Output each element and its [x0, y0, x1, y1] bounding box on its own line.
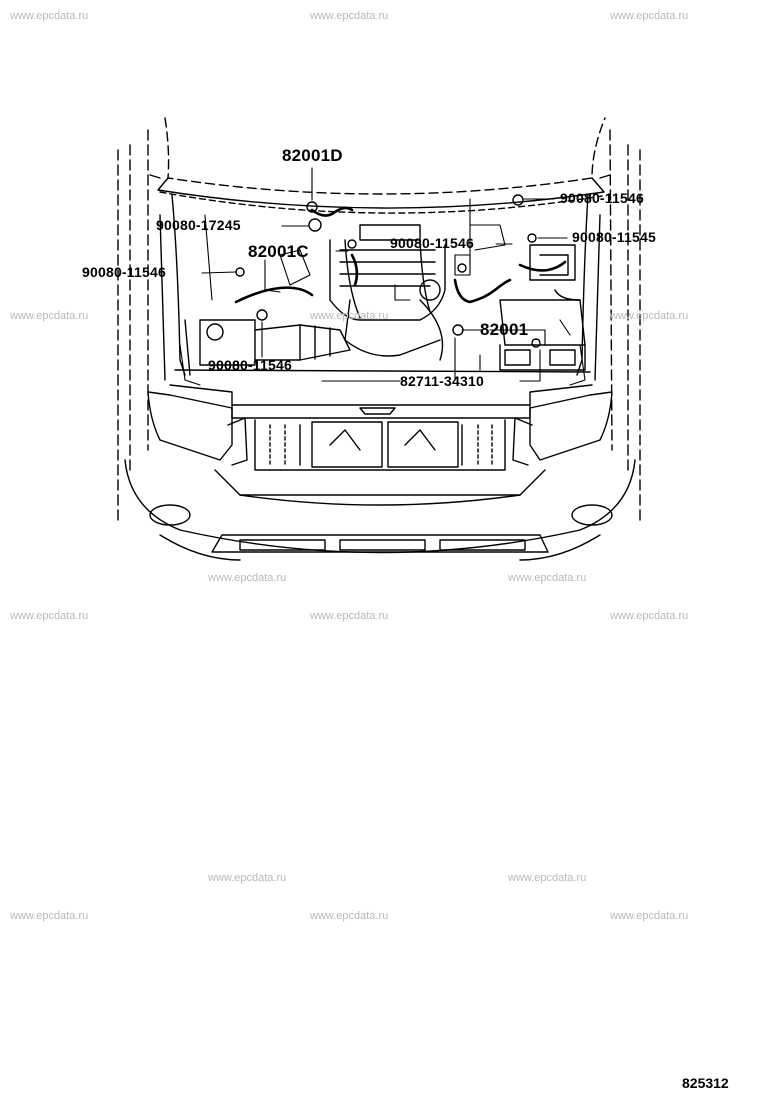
callout-82001c: 82001C [248, 242, 309, 261]
callout-90080-17245: 90080-17245 [156, 217, 241, 233]
radiator-support [169, 369, 593, 419]
wire-harness [234, 206, 567, 304]
watermark-text: www.epcdata.ru [310, 610, 389, 622]
headlamp-left [147, 391, 248, 466]
watermark-text: www.epcdata.ru [10, 910, 89, 922]
callout-90080-11546-top-right: 90080-11546 [560, 190, 644, 206]
watermark-text: www.epcdata.ru [10, 10, 89, 22]
engine-bay-details [179, 214, 586, 386]
watermark-text: www.epcdata.ru [610, 310, 689, 322]
watermark-text: www.epcdata.ru [610, 10, 689, 22]
callout-82711-34310: 82711-34310 [400, 373, 484, 389]
callout-90080-11546-bottom: 90080-11546 [208, 357, 292, 373]
battery [499, 244, 586, 371]
fender-outline [159, 194, 601, 381]
hood-outline [149, 117, 611, 214]
grille [254, 419, 506, 471]
watermark-text: www.epcdata.ru [508, 572, 587, 584]
leader-lines [201, 167, 568, 382]
callout-82001: 82001 [480, 320, 529, 339]
callout-90080-11546-mid: 90080-11546 [390, 235, 474, 251]
engine-block [329, 224, 446, 361]
air-cleaner [184, 319, 351, 376]
watermark-text: www.epcdata.ru [610, 910, 689, 922]
front-bumper [124, 459, 636, 561]
callout-90080-11546-left: 90080-11546 [82, 264, 166, 280]
watermark-text: www.epcdata.ru [310, 10, 389, 22]
watermark-text: www.epcdata.ru [610, 610, 689, 622]
watermark-text: www.epcdata.ru [208, 572, 287, 584]
watermark-text: www.epcdata.ru [10, 310, 89, 322]
watermark-text: www.epcdata.ru [10, 610, 89, 622]
watermark-text: www.epcdata.ru [208, 872, 287, 884]
watermark-text: www.epcdata.ru [310, 910, 389, 922]
diagram-number: 825312 [682, 1075, 729, 1091]
callout-90080-11545: 90080-11545 [572, 229, 656, 245]
watermark-text: www.epcdata.ru [508, 872, 587, 884]
callout-82001d: 82001D [282, 146, 343, 165]
watermark-text: www.epcdata.ru [310, 310, 389, 322]
body-side-lines [117, 129, 641, 521]
headlamp-right [512, 391, 613, 466]
